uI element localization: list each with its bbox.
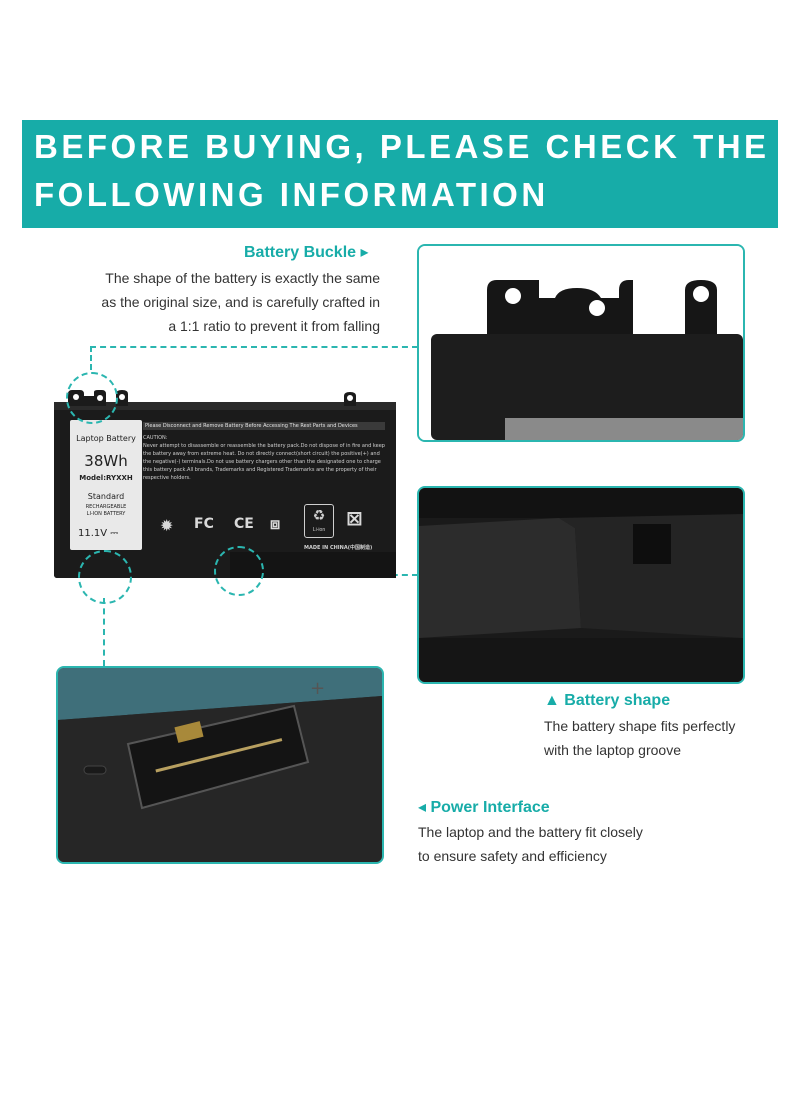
battery-buckle-description: The shape of the battery is exactly the …: [101, 266, 380, 338]
disassemble-icon: ⧈: [270, 514, 281, 533]
battery-chem-1: RECHARGEABLE: [85, 504, 127, 510]
battery-voltage: 11.1V ⎓: [78, 528, 119, 539]
caution-text: Never attempt to disassemble or reassemb…: [143, 443, 385, 481]
no-fire-icon: ✹: [160, 516, 174, 535]
battery-buckle-line-2: as the original size, and is carefully c…: [101, 294, 380, 310]
shape-closeup-frame: [417, 486, 745, 684]
li-ion-recycle-box: ♻ Li-ion: [304, 504, 334, 538]
battery-warning-panel: Please Disconnect and Remove Battery Bef…: [143, 422, 385, 550]
made-in-text: MADE IN CHINA(中国制造): [304, 545, 373, 551]
battery-shape-title: ▲ Battery shape: [544, 692, 671, 709]
banner-line-1: BEFORE BUYING, PLEASE CHECK THE: [34, 128, 770, 165]
battery-label-card: Laptop Battery 38Wh Model:RYXXH Standard…: [70, 420, 142, 550]
connector-buckle-drop: [90, 346, 92, 370]
battery-capacity: 38Wh: [84, 452, 128, 470]
connector-interface: [103, 598, 105, 666]
battery-buckle-title: Battery Buckle ▸: [244, 244, 369, 261]
highlight-circle-interface: [78, 550, 132, 604]
highlight-circle-shape: [214, 546, 264, 596]
battery-standard: Standard: [87, 492, 125, 501]
shape-closeup-image: [419, 488, 743, 682]
battery-model: Model:RYXXH: [79, 474, 133, 482]
weee-bin-icon: ⊠: [346, 506, 363, 530]
ce-mark: CE: [234, 516, 254, 532]
battery-type: Laptop Battery: [76, 434, 136, 443]
power-interface-title: ◂ Power Interface: [418, 799, 550, 816]
interface-closeup-image: +: [58, 668, 382, 862]
power-interface-description: The laptop and the battery fit closely t…: [418, 820, 643, 868]
battery-chem-2: LI-ION BATTERY: [86, 511, 126, 517]
battery-buckle-line-3: a 1:1 ratio to prevent it from falling: [168, 318, 380, 334]
warning-bar: Please Disconnect and Remove Battery Bef…: [143, 422, 385, 430]
li-ion-text: Li-ion: [312, 527, 326, 533]
banner-line-2: FOLLOWING INFORMATION: [34, 176, 549, 213]
battery-shape-line-2: with the laptop groove: [544, 742, 681, 758]
caution-title: CAUTION:: [143, 435, 168, 441]
recycle-icon: ♻: [312, 507, 326, 523]
buckle-closeup-image: [419, 246, 743, 440]
connector-buckle: [90, 346, 418, 348]
battery-shape-line-1: The battery shape fits perfectly: [544, 718, 736, 734]
battery-shape-description: The battery shape fits perfectly with th…: [544, 714, 735, 762]
header-banner: BEFORE BUYING, PLEASE CHECK THE FOLLOWIN…: [22, 120, 778, 228]
battery-buckle-line-1: The shape of the battery is exactly the …: [105, 270, 380, 286]
power-interface-line-2: to ensure safety and efficiency: [418, 848, 607, 864]
power-interface-line-1: The laptop and the battery fit closely: [418, 824, 643, 840]
highlight-circle-buckle: [66, 372, 118, 424]
interface-closeup-frame: +: [56, 666, 384, 864]
fc-mark: FC: [194, 516, 214, 532]
buckle-closeup-frame: [417, 244, 745, 442]
svg-text:+: +: [310, 678, 325, 699]
